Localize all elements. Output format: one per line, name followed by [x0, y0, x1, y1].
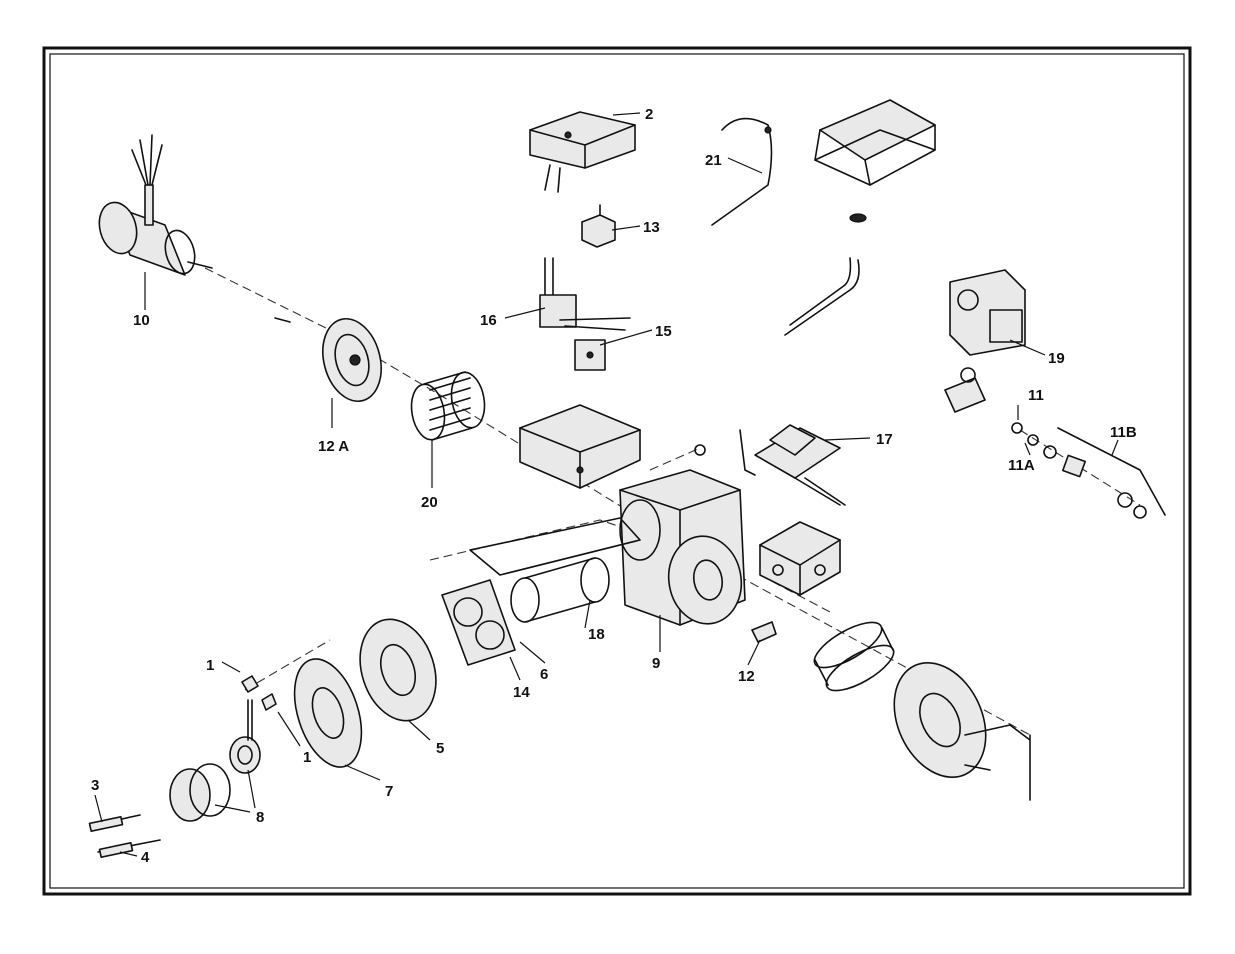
- part-burner-housing: [620, 470, 748, 630]
- part-sensor-lead: [712, 119, 772, 225]
- part-control-box: [530, 112, 635, 192]
- callout-10: 10: [133, 312, 150, 329]
- part-relay: [582, 205, 615, 247]
- callout-16: 16: [480, 312, 497, 329]
- part-blower-wheel: [407, 370, 488, 443]
- callout-13: 13: [643, 219, 660, 236]
- callout-12: 12: [738, 668, 755, 685]
- callout-21: 21: [705, 152, 722, 169]
- part-end-plate: [877, 648, 1030, 800]
- callout-15: 15: [655, 323, 672, 340]
- callout-4: 4: [141, 849, 150, 866]
- part-junction-box: [520, 405, 640, 488]
- callout-8: 8: [256, 809, 264, 826]
- callout-12a: 12 A: [318, 438, 349, 455]
- callout-5: 5: [436, 740, 444, 757]
- part-bent-tube: [785, 258, 859, 335]
- callout-3: 3: [91, 777, 99, 794]
- callout-20: 20: [421, 494, 438, 511]
- part-gasket-plate: [442, 580, 515, 665]
- callout-19: 19: [1048, 350, 1065, 367]
- callout-2: 2: [645, 106, 653, 123]
- callout-14: 14: [513, 684, 530, 701]
- callout-11a: 11A: [1008, 457, 1035, 474]
- callout-1a: 1: [206, 657, 214, 674]
- part-transformer-bracket: [540, 258, 630, 330]
- part-electrical-box: [760, 522, 840, 595]
- callout-17: 17: [876, 431, 893, 448]
- callout-9: 9: [652, 655, 660, 672]
- part-nozzle-assembly: [90, 676, 276, 857]
- callout-6: 6: [540, 666, 548, 683]
- part-fittings: [1012, 423, 1165, 518]
- callout-11b: 11B: [1110, 424, 1137, 441]
- callout-7: 7: [385, 783, 393, 800]
- callout-1b: 1: [303, 749, 311, 766]
- part-clip: [752, 622, 776, 642]
- callout-18: 18: [588, 626, 605, 643]
- part-mounting-plate: [815, 100, 935, 222]
- part-blower-plate: [275, 312, 390, 408]
- part-motor: [94, 135, 212, 277]
- callout-11: 11: [1028, 387, 1044, 404]
